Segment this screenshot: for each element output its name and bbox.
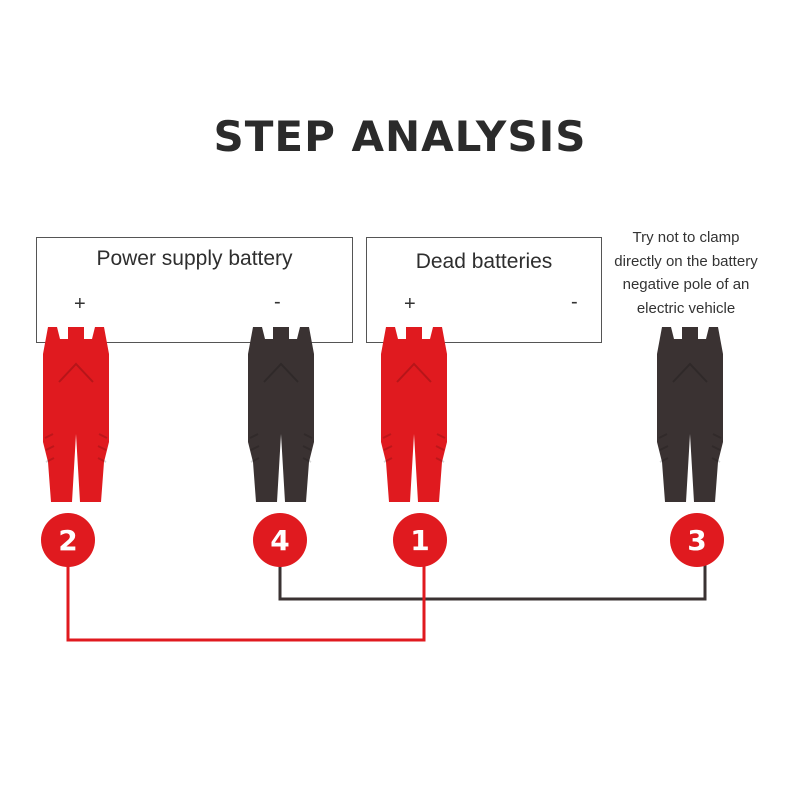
power-supply-negative-terminal: - <box>274 291 281 313</box>
step-badge-4: 4 <box>253 513 307 567</box>
black-clamp-icon <box>247 326 315 503</box>
step-badge-3: 3 <box>670 513 724 567</box>
note-line: electric vehicle <box>636 299 736 317</box>
power-supply-battery-box: Power supply battery + - <box>36 237 353 343</box>
dead-battery-negative-terminal: - <box>571 291 578 313</box>
note-line: negative pole of an <box>622 276 750 293</box>
dead-battery-label: Dead batteries <box>415 250 553 273</box>
dead-battery-positive-terminal: + <box>404 293 416 315</box>
step-badge-1: 1 <box>393 513 447 567</box>
red-clamp-icon <box>380 326 448 503</box>
dead-battery-box: Dead batteries + - <box>366 237 602 343</box>
black-clamp-icon <box>656 326 724 503</box>
black-cable <box>278 560 707 601</box>
red-clamp-icon <box>42 326 110 503</box>
page-title: STEP ANALYSIS <box>213 112 587 161</box>
step-badge-2: 2 <box>41 513 95 567</box>
warning-note: Try not to clamp directly on the battery… <box>600 226 772 320</box>
power-supply-positive-terminal: + <box>74 293 86 315</box>
red-cable <box>66 560 426 642</box>
note-line: directly on the battery <box>614 252 758 270</box>
power-supply-battery-label: Power supply battery <box>96 247 293 270</box>
note-line: Try not to clamp <box>632 229 740 246</box>
